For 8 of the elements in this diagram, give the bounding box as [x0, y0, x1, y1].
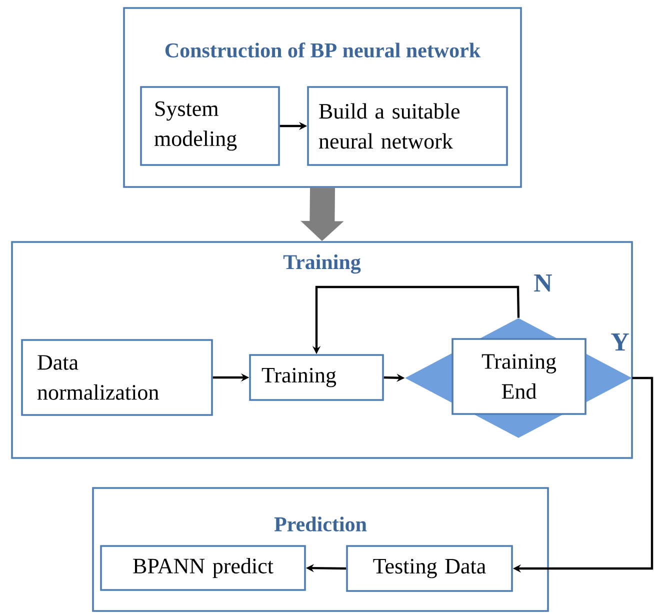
- edge-label: Y: [610, 332, 630, 352]
- process-box: BPANN predict: [100, 545, 306, 591]
- edge-label: N: [532, 274, 554, 293]
- process-box: Training: [249, 354, 384, 401]
- process-box: System modeling: [140, 86, 280, 166]
- process-box: Build a suitable neural network: [307, 86, 508, 166]
- process-box: Data normalization: [21, 339, 213, 416]
- process-box: Testing Data: [346, 545, 513, 592]
